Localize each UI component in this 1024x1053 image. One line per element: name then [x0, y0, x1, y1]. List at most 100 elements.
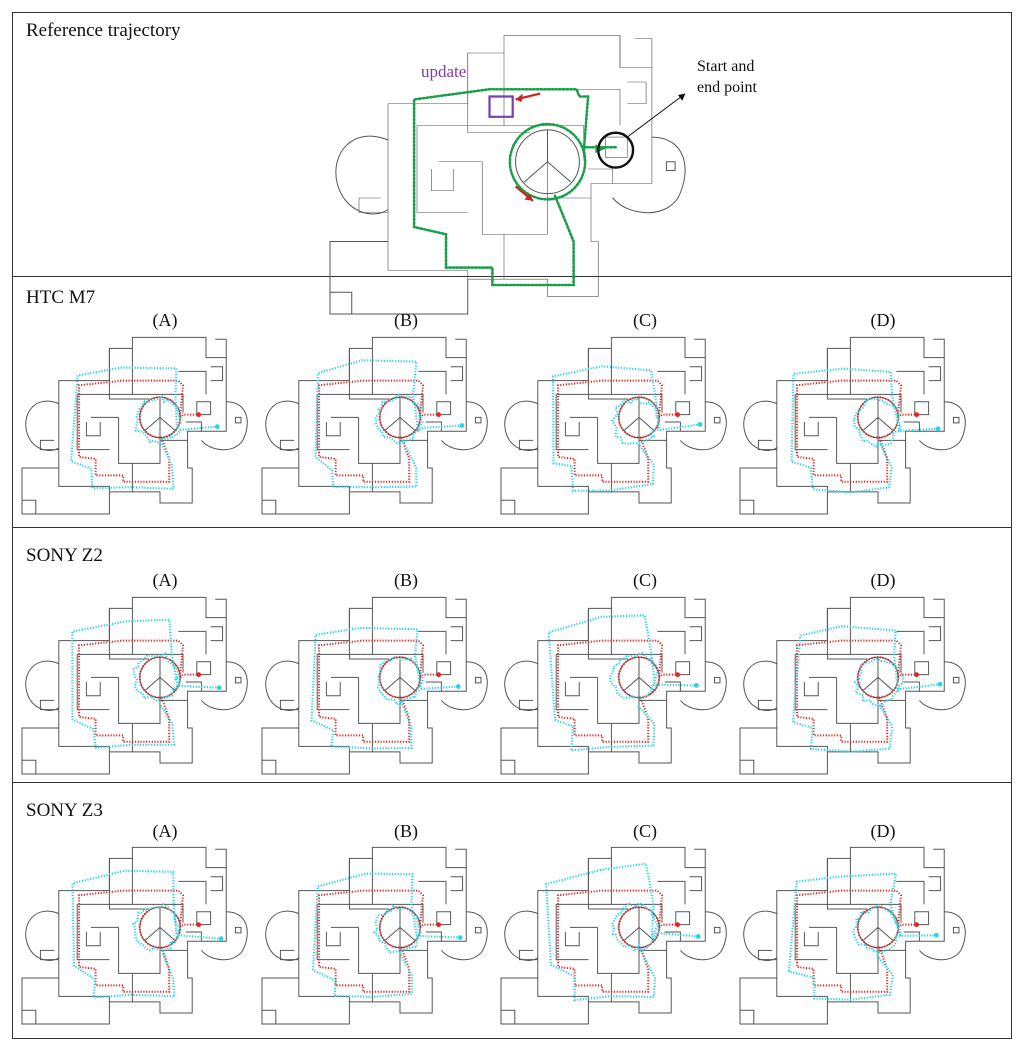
right-bubble	[919, 912, 965, 960]
ground-truth-end-dot	[675, 922, 681, 928]
wall-line	[933, 849, 944, 867]
atrium-spokes	[624, 397, 653, 430]
wall-line	[929, 877, 941, 891]
estimated-end-dot	[459, 423, 465, 428]
estimated-end-dot	[695, 933, 701, 939]
estimated-end-dot	[933, 932, 939, 938]
wall-line	[86, 422, 100, 436]
wall-line	[451, 627, 463, 641]
wall-line	[694, 339, 705, 357]
wall-line	[418, 631, 446, 654]
wall-line	[588, 348, 628, 399]
wall-line	[556, 904, 662, 922]
wall-line	[437, 402, 451, 415]
ground-truth-end-dot	[196, 412, 202, 418]
wall-line	[317, 904, 423, 922]
atrium-spokes	[863, 397, 892, 430]
pillar	[953, 417, 959, 423]
wall-line	[565, 682, 579, 696]
wall-line	[40, 440, 58, 449]
right-bubble	[680, 912, 726, 960]
row-divider	[12, 527, 1012, 528]
floorplan-outline	[330, 36, 685, 314]
wall-line	[588, 608, 628, 659]
estimated-path	[792, 369, 939, 493]
right-bubble	[201, 912, 247, 960]
wall-line	[455, 339, 466, 357]
ground-truth-path	[319, 891, 437, 992]
estimated-end-dot	[693, 682, 699, 688]
floorplan-outline	[262, 847, 487, 1024]
wall-line	[676, 912, 690, 925]
atrium-spokes	[385, 657, 414, 690]
wall-line	[317, 654, 349, 709]
trajectory-panel	[740, 330, 990, 530]
lower-wing-room	[740, 760, 754, 774]
lower-wing-room	[262, 760, 276, 774]
wall-line	[359, 927, 400, 973]
left-bubble	[266, 661, 299, 710]
trajectory-panel	[22, 330, 272, 530]
ground-truth-end-dot	[436, 412, 442, 418]
wall-line	[665, 932, 681, 941]
wall-line	[426, 682, 442, 691]
atrium-spokes	[145, 907, 174, 940]
lower-wing	[22, 978, 109, 1024]
wall-line	[795, 904, 827, 959]
wall-line	[280, 950, 298, 959]
lower-wing	[262, 728, 349, 774]
lower-wing	[501, 468, 588, 514]
trajectory-panel	[501, 840, 751, 1040]
wall-line	[598, 417, 639, 463]
wall-line	[77, 904, 183, 922]
lower-wing	[22, 728, 109, 774]
floorplan-outline	[262, 597, 487, 774]
wall-line	[455, 599, 466, 617]
right-bubble	[680, 402, 726, 450]
wall-line	[929, 627, 941, 641]
pillar	[714, 417, 720, 423]
pillar	[235, 417, 241, 423]
wall-line	[676, 662, 690, 675]
pillar	[666, 162, 675, 171]
estimated-end-dot	[214, 424, 220, 430]
pillar	[235, 927, 241, 933]
wall-line	[178, 881, 206, 904]
estimated-path	[793, 626, 940, 751]
trajectory-panel	[740, 590, 990, 790]
wall-line	[299, 847, 466, 1013]
lower-wing-room	[22, 1010, 36, 1024]
wall-line	[827, 348, 867, 399]
wall-line	[86, 932, 100, 946]
lower-wing	[262, 978, 349, 1024]
left-bubble	[266, 911, 299, 960]
wall-line	[451, 367, 463, 381]
wall-line	[690, 877, 702, 891]
wall-line	[565, 422, 579, 436]
wall-line	[598, 677, 639, 723]
wall-line	[109, 608, 149, 659]
atrium-spokes	[145, 397, 174, 430]
wall-line	[657, 881, 685, 904]
reference-floorplan	[330, 14, 690, 276]
wall-line	[417, 126, 468, 213]
estimated-end-dot	[457, 935, 463, 940]
left-bubble	[505, 661, 538, 710]
wall-line	[795, 394, 827, 449]
wall-line	[933, 339, 944, 357]
left-bubble	[336, 136, 388, 214]
wall-line	[211, 627, 223, 641]
wall-line	[426, 422, 442, 431]
pointer-arrowhead	[678, 93, 686, 101]
ground-truth-end-dot	[675, 672, 681, 678]
wall-line	[694, 599, 705, 617]
reference-route	[414, 89, 616, 285]
wall-line	[606, 137, 628, 157]
panel-label-b: (B)	[394, 570, 418, 590]
wall-line	[577, 89, 621, 125]
left-bubble	[26, 401, 59, 450]
direction-arrowhead	[524, 193, 533, 201]
wall-line	[77, 394, 183, 412]
lower-wing	[262, 468, 349, 514]
wall-line	[109, 858, 149, 909]
